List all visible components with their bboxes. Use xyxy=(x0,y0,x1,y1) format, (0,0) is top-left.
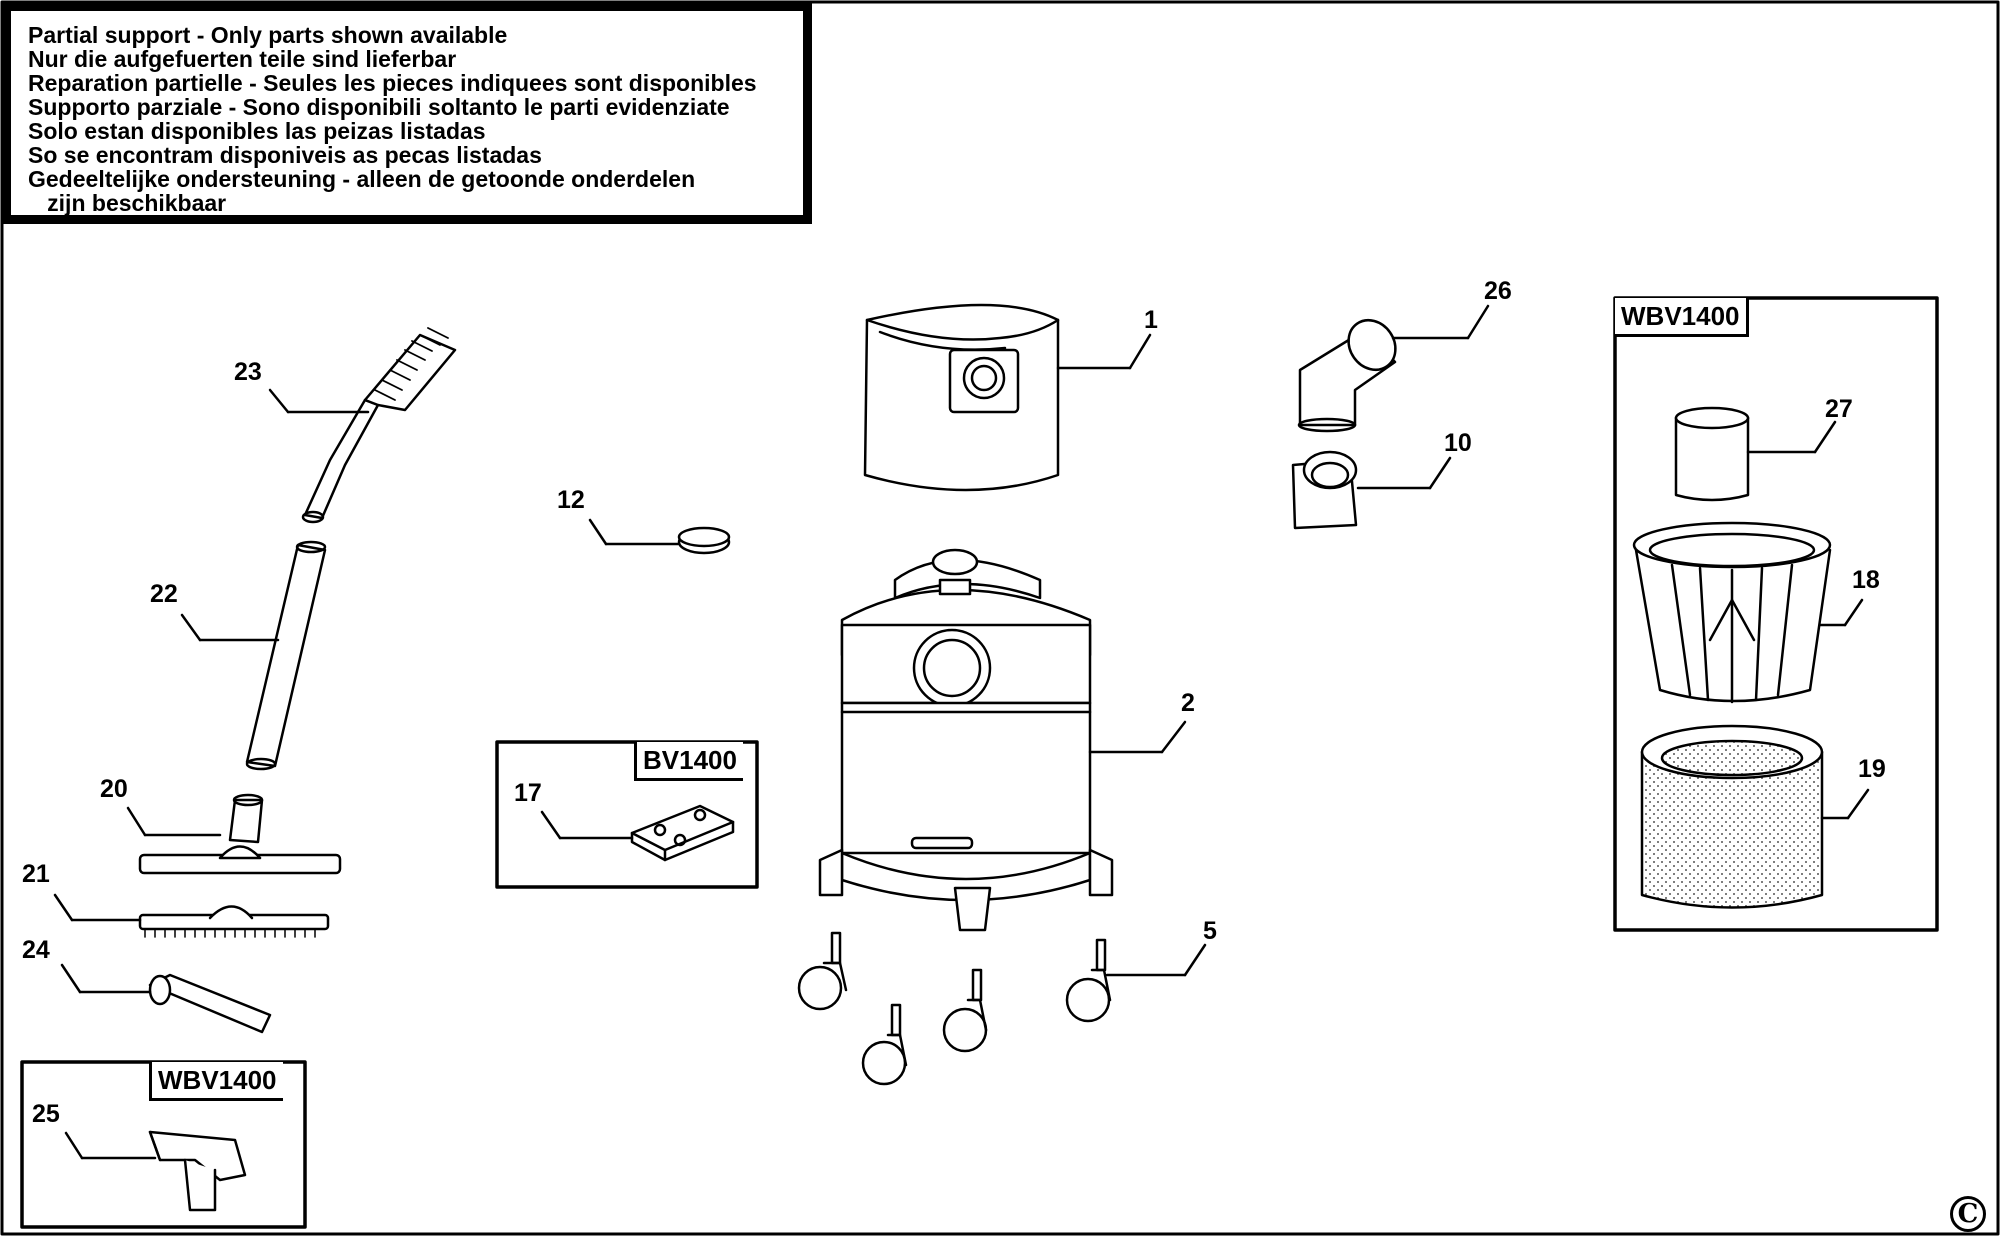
partial-support-notice: Partial support - Only parts shown avail… xyxy=(2,2,812,224)
part-10-adaptor xyxy=(1291,450,1452,530)
notice-line: Reparation partielle - Seules les pieces… xyxy=(28,70,757,96)
box-bv1400 xyxy=(495,740,759,889)
part-5-castors xyxy=(797,931,1207,1086)
notice-line: Solo estan disponibles las peizas listad… xyxy=(28,118,486,144)
part-21-brush-tool xyxy=(53,893,330,938)
part-23-bent-tube xyxy=(268,327,457,524)
part-label-5: 5 xyxy=(1203,917,1217,945)
part-label-12: 12 xyxy=(557,486,585,514)
part-label-24: 24 xyxy=(22,936,50,964)
tag-bv1400: BV1400 xyxy=(634,742,743,781)
part-label-26: 26 xyxy=(1484,277,1512,305)
part-18-filter-cage xyxy=(1632,521,1864,704)
part-label-25: 25 xyxy=(32,1100,60,1128)
part-label-21: 21 xyxy=(22,860,50,888)
part-label-22: 22 xyxy=(150,580,178,608)
notice-line: zijn beschikbaar xyxy=(28,190,227,216)
notice-lines: Partial support - Only parts shown avail… xyxy=(28,23,757,215)
copyright-mark: C xyxy=(1950,1196,1986,1232)
part-24-crevice-tool xyxy=(60,963,272,1034)
part-label-1: 1 xyxy=(1144,306,1158,334)
part-20-floor-tool xyxy=(126,793,342,875)
part-2-drum xyxy=(818,548,1187,932)
notice-line: Nur die aufgefuerten teile sind lieferba… xyxy=(28,46,457,72)
part-27-filter-cap xyxy=(1674,406,1837,502)
tag-wbv1400-right: WBV1400 xyxy=(1615,298,1749,337)
part-label-20: 20 xyxy=(100,775,128,803)
part-label-18: 18 xyxy=(1852,566,1880,594)
notice-line: So se encontram disponiveis as pecas lis… xyxy=(28,142,542,168)
tag-wbv1400-left: WBV1400 xyxy=(149,1062,283,1101)
notice-line: Partial support - Only parts shown avail… xyxy=(28,22,508,48)
part-label-27: 27 xyxy=(1825,395,1853,423)
part-1-dust-bag xyxy=(863,303,1152,492)
part-26-elbow xyxy=(1297,304,1490,433)
notice-line: Supporto parziale - Sono disponibili sol… xyxy=(28,94,730,120)
part-12-disc xyxy=(588,518,731,555)
part-19-filter-cartridge xyxy=(1640,724,1870,909)
part-label-17: 17 xyxy=(514,779,542,807)
part-label-23: 23 xyxy=(234,358,262,386)
part-label-19: 19 xyxy=(1858,755,1886,783)
part-label-2: 2 xyxy=(1181,689,1195,717)
part-label-10: 10 xyxy=(1444,429,1472,457)
part-22-tube xyxy=(180,540,327,771)
notice-line: Gedeeltelijke ondersteuning - alleen de … xyxy=(28,166,696,192)
